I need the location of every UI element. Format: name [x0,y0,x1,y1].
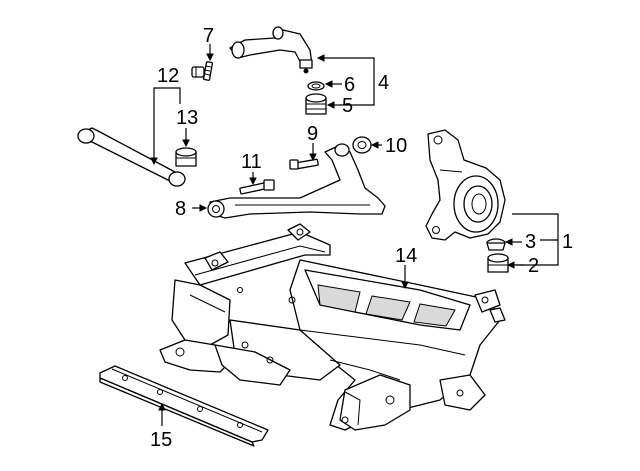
lateral-link [77,127,186,187]
bolt-7 [202,61,214,81]
callout-12: 12 [157,65,179,87]
bolt-9 [289,158,319,170]
bolt-11 [239,179,275,195]
callout-6: 6 [344,74,355,96]
callout-8: 8 [175,198,186,220]
callout-11: 11 [241,151,262,173]
callout-2: 2 [528,255,539,277]
lower-control-arm [207,143,386,219]
brace-plate [99,365,269,447]
callout-9: 9 [307,123,318,145]
upper-control-arm [229,26,313,74]
callout-15: 15 [150,429,172,451]
bushing-10 [352,136,372,154]
bushing-5 [305,93,327,115]
leader-lines [150,44,559,426]
subframe [159,223,506,431]
callout-1: 1 [562,231,573,253]
callout-3: 3 [525,231,536,253]
callout-4: 4 [378,72,389,94]
callout-10: 10 [385,135,407,157]
callout-5: 5 [342,95,353,117]
bushing-6 [307,81,325,91]
nut-12 [191,66,205,78]
callout-14: 14 [395,245,417,267]
bushing-3 [486,238,506,251]
callout-13: 13 [176,107,198,129]
callout-7: 7 [203,25,214,47]
bushing-2 [487,253,509,273]
steering-knuckle [425,129,506,241]
bump-stop-13 [175,147,197,167]
